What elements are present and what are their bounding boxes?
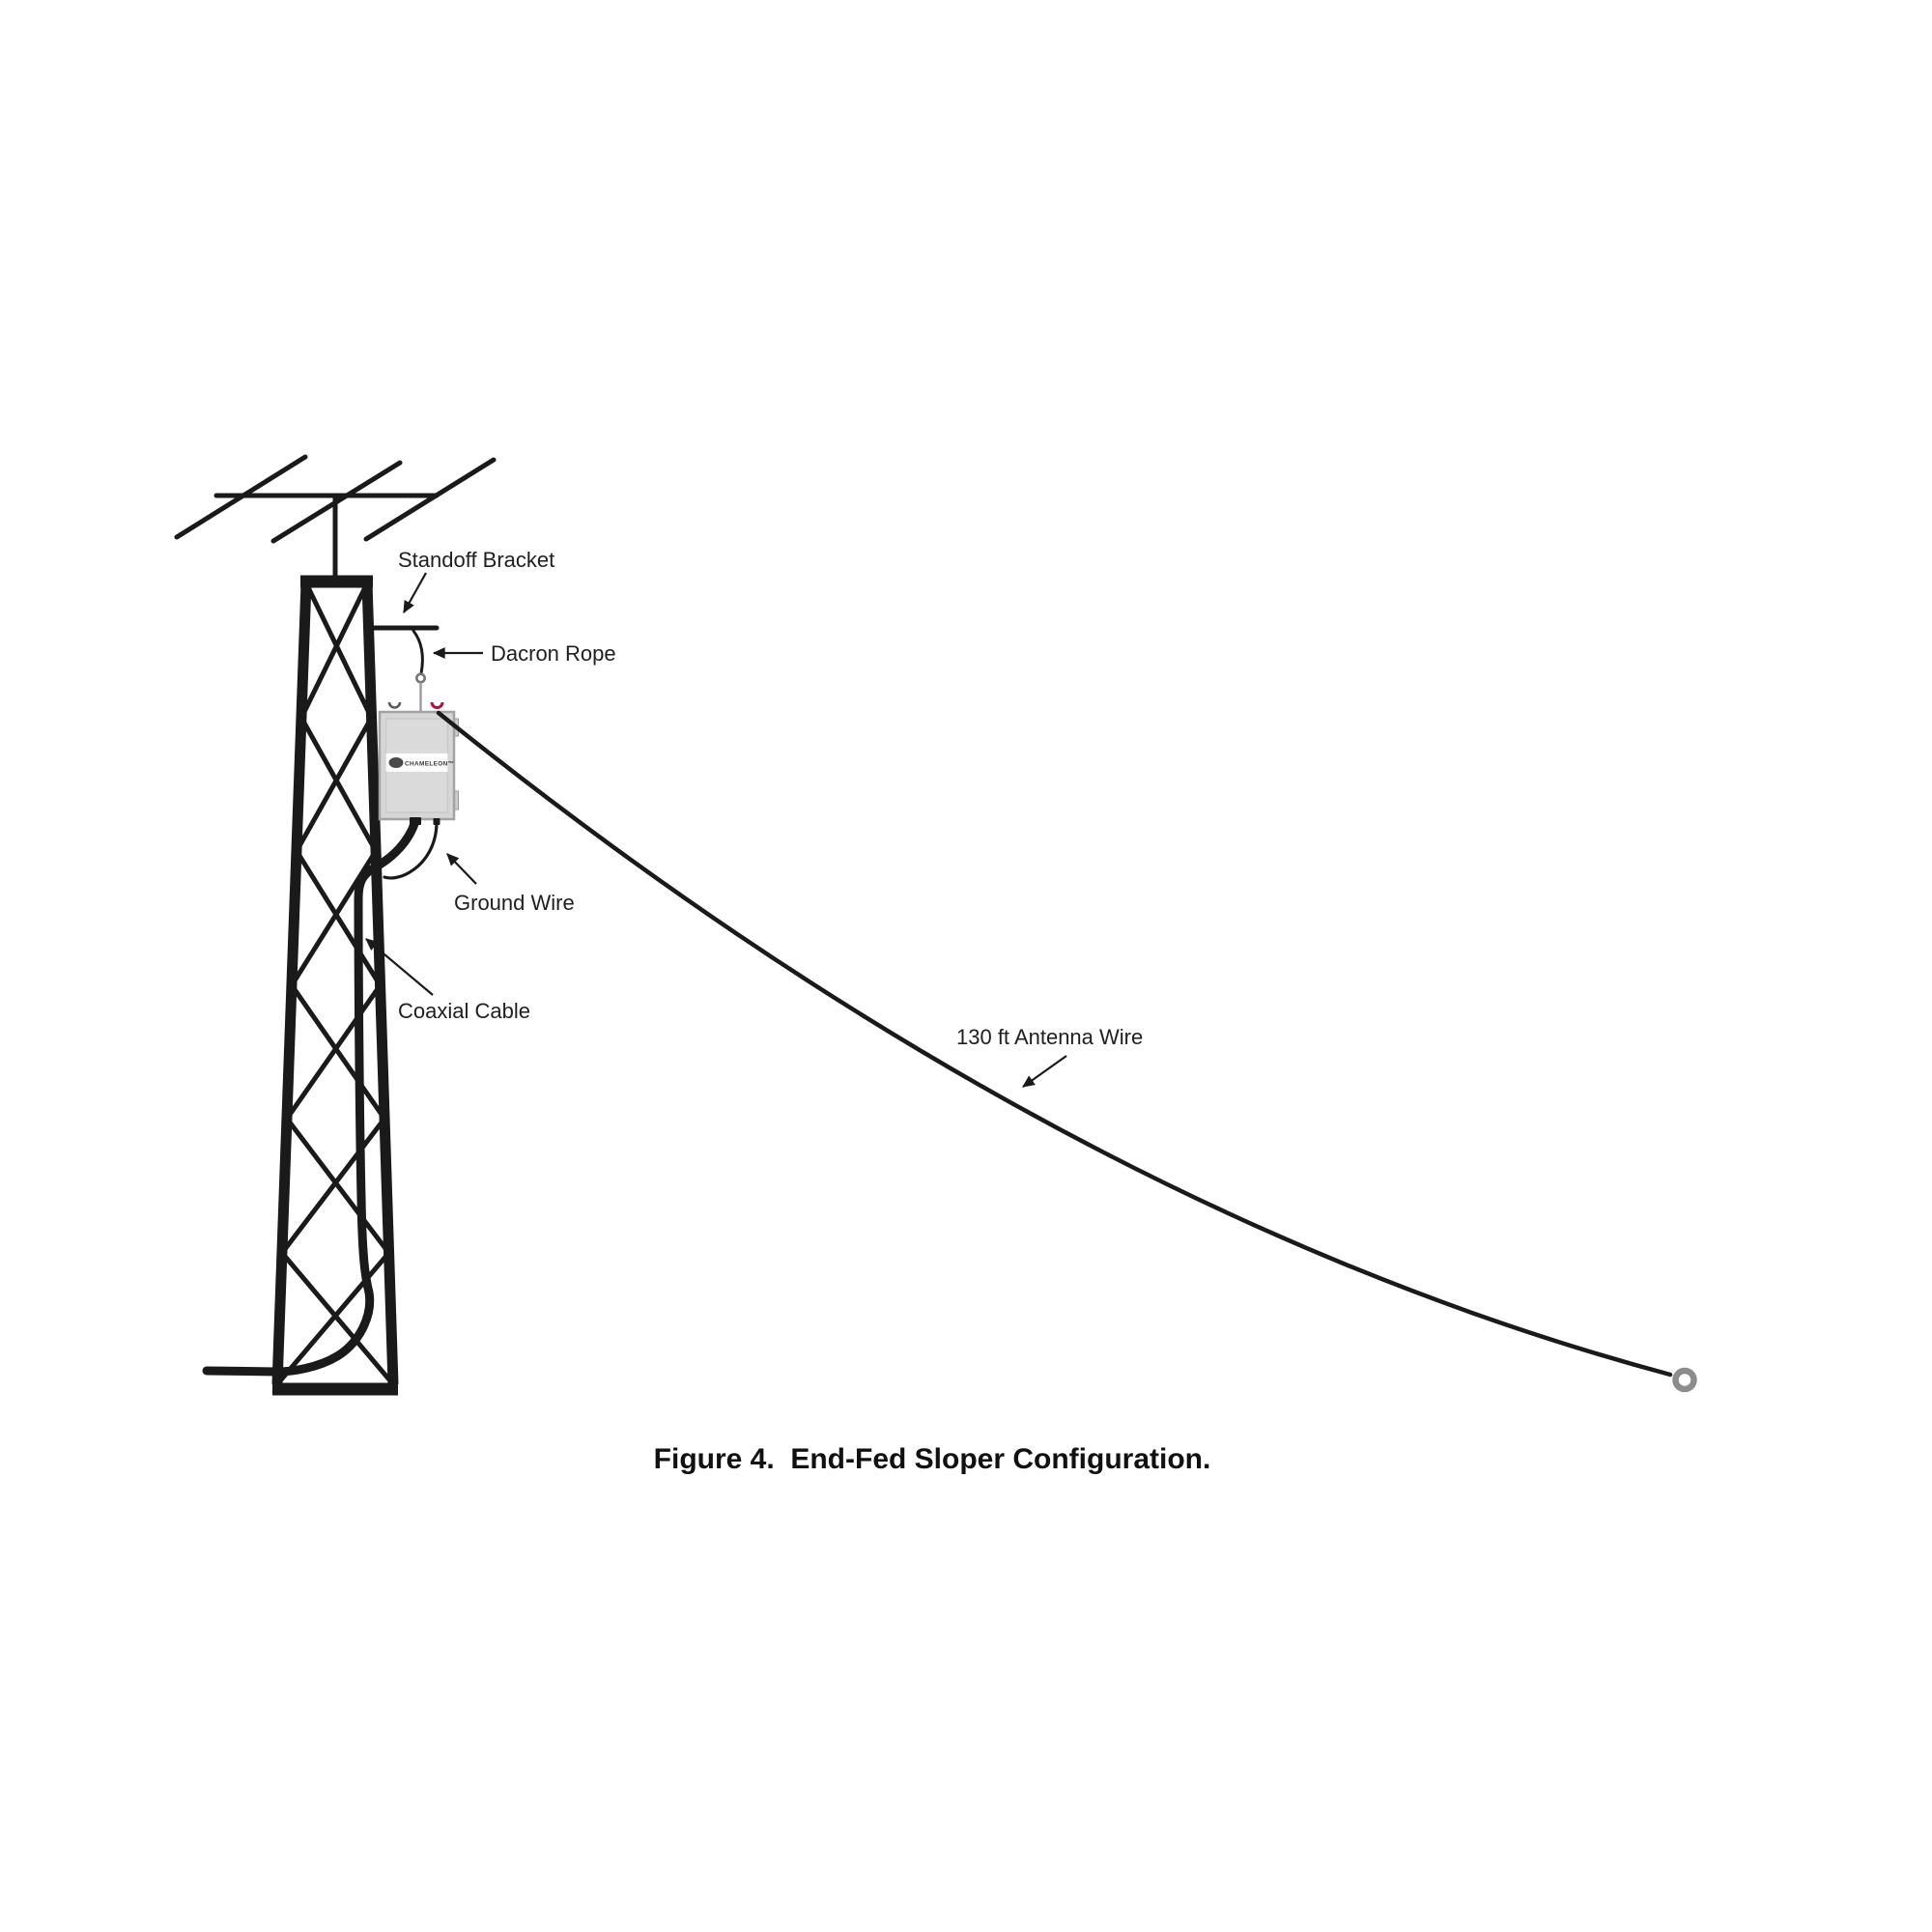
ground-wire-arrow [446,853,477,885]
yagi-antenna [174,454,497,584]
dacron-rope-label: Dacron Rope [491,641,616,666]
lattice-tower [271,575,399,1396]
tower-bracing-zigzag-a [275,582,392,1386]
tower-bracing-zigzag-b [278,582,395,1386]
antenna-wire-arrow [1022,1055,1067,1088]
dacron-rope [412,629,424,675]
hanger-hook-left [387,701,402,709]
ground-wire-label: Ground Wire [454,891,575,915]
coaxial-cable [202,816,420,1377]
end-insulator-ring [1672,1367,1697,1393]
antenna-wire [436,710,1673,1378]
figure-caption: Figure 4. End-Fed Sloper Configuration. [654,1443,1211,1475]
ground-lug [433,818,440,825]
standoff-bracket-label: Standoff Bracket [398,548,554,572]
yagi-element-right [363,457,497,542]
coax-connector [410,817,421,825]
rope-link-ring [414,672,426,684]
ground-wire [383,820,439,880]
coaxial-cable-label: Coaxial Cable [398,999,530,1023]
brand-logo-text: CHAMELEON™ [405,761,454,768]
callout-arrows [365,572,1067,1088]
matchbox: CHAMELEON™ [378,701,459,825]
coaxial-cable-arrow [365,938,434,996]
logo-band [385,753,448,772]
yagi-element-left [174,454,308,540]
brand-logo-icon [388,757,404,768]
standoff-bracket-arrow [403,572,427,614]
hanger-hook-right-red [430,701,444,709]
antenna-wire-label: 130 ft Antenna Wire [956,1025,1143,1049]
